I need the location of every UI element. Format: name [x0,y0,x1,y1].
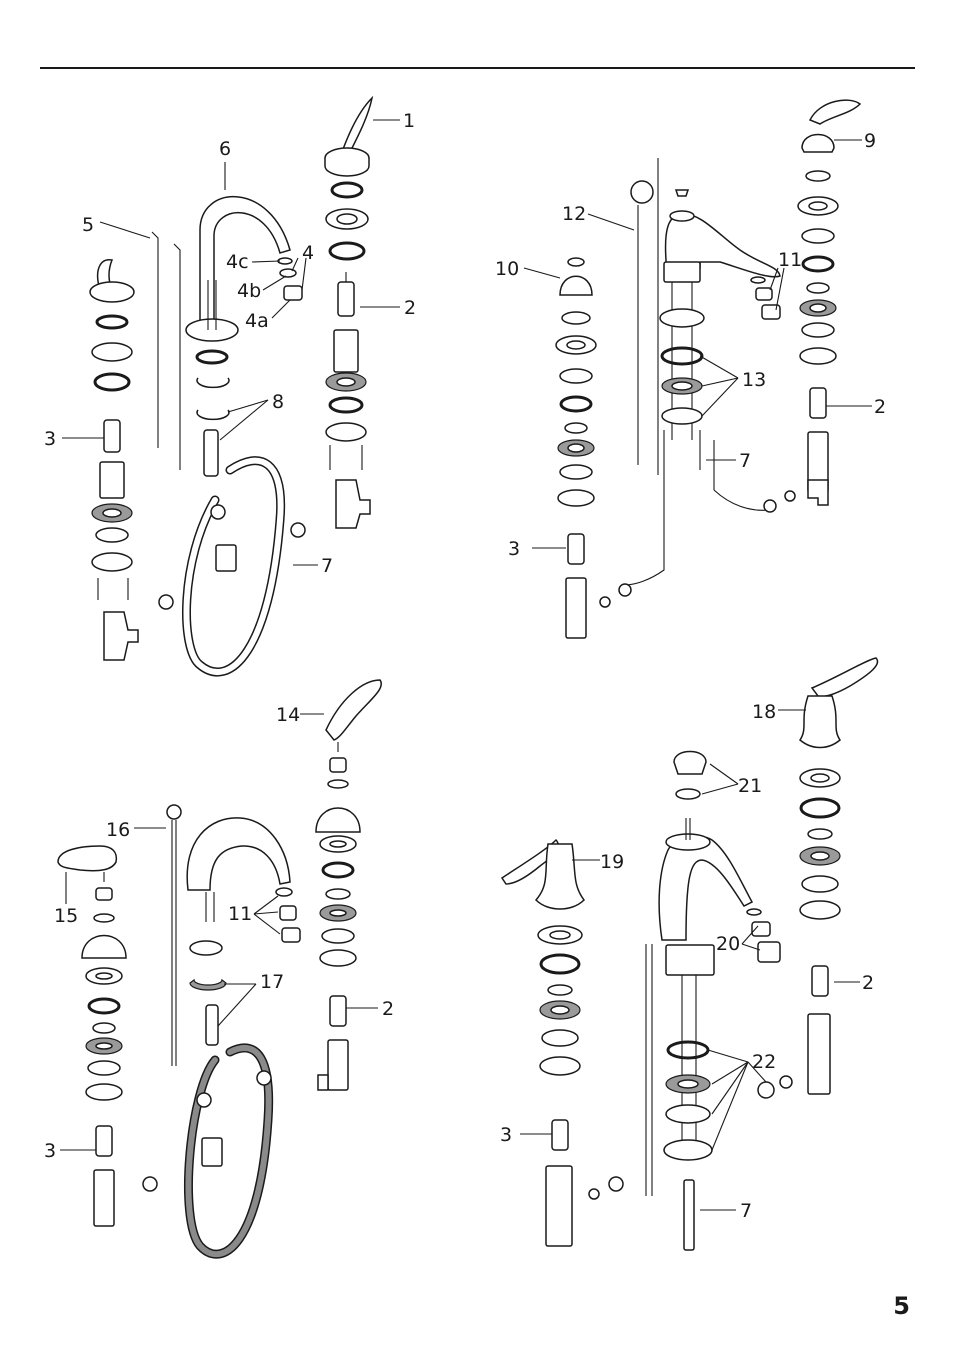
d4-fittings [588,1075,793,1200]
d3-label-15: 15 [54,905,78,927]
page-number: 5 [893,1292,910,1320]
d3-label-17: 17 [260,971,284,993]
d3-left-valve-stack [57,845,127,1227]
diagram-3-exploded-view: 14 16 15 11 17 2 3 [44,679,394,1259]
d4-label-22: 22 [752,1051,776,1073]
d4-left-valve-stack [500,838,585,1247]
d1-label-6: 6 [219,138,231,160]
diagram-4-exploded-view: 18 21 19 20 2 22 3 7 [500,657,879,1251]
d2-label-7: 7 [739,450,751,472]
d2-left-valve-stack [555,257,597,639]
d3-label-14: 14 [276,704,300,726]
d1-label-1: 1 [403,110,415,132]
d4-label-7: 7 [740,1200,752,1222]
d3-leaders: 14 16 15 11 17 2 3 [44,704,394,1162]
d2-label-12: 12 [562,203,586,225]
d4-pop-up-knob [673,750,707,800]
d2-label-9: 9 [864,130,876,152]
d1-left-valve-stack [89,259,139,661]
d2-label-3: 3 [508,538,520,560]
d2-hoses [599,470,796,608]
d1-label-8: 8 [272,391,284,413]
d4-right-valve-stack [799,657,879,1095]
d2-right-valve-stack [797,99,862,506]
d1-lift-rod [151,231,181,470]
d1-leaders: 1 6 5 4c 4 4b 4a 2 8 3 7 [44,110,416,577]
d2-label-13: 13 [742,369,766,391]
d3-label-2: 2 [382,998,394,1020]
diagram-2-exploded-view: 9 12 10 11 13 2 7 3 [495,99,886,639]
d3-lift-rod [166,804,182,1066]
d4-label-20: 20 [716,933,740,955]
d4-label-3: 3 [500,1124,512,1146]
d3-aerator [275,887,301,943]
d4-label-19: 19 [600,851,624,873]
d1-right-valve-stack [324,95,374,529]
d1-spout [185,196,291,477]
d2-spout [659,210,781,490]
d3-hose [142,1043,274,1259]
d2-label-2: 2 [874,396,886,418]
d2-label-11: 11 [778,249,802,271]
d1-hose [158,456,306,677]
d4-label-21: 21 [738,775,762,797]
d3-label-16: 16 [106,819,130,841]
d4-label-2: 2 [862,972,874,994]
d2-leaders: 9 12 10 11 13 2 7 3 [495,130,886,560]
d1-label-2: 2 [404,297,416,319]
d2-lift-rod [630,158,690,475]
d4-spout [658,818,754,1251]
diagram-1-exploded-view: 1 6 5 4c 4 4b 4a 2 8 3 7 [44,95,416,677]
d3-right-valve-stack [315,679,383,1091]
d4-label-18: 18 [752,701,776,723]
d3-label-11: 11 [228,903,252,925]
d2-aerator [750,276,781,320]
d1-label-4: 4 [302,242,314,264]
d1-label-4b: 4b [237,280,261,302]
d1-label-4c: 4c [226,251,249,273]
d4-leaders: 18 21 19 20 2 22 3 7 [500,701,874,1222]
d1-label-3: 3 [44,428,56,450]
top-rule [40,67,915,69]
d3-label-3: 3 [44,1140,56,1162]
d1-label-5: 5 [82,214,94,236]
d4-lift-rod [645,944,653,1196]
d2-label-10: 10 [495,258,519,280]
d3-spout [186,817,291,1046]
d4-aerator [746,908,781,963]
d1-label-7: 7 [321,555,333,577]
d1-label-4a: 4a [245,310,269,332]
